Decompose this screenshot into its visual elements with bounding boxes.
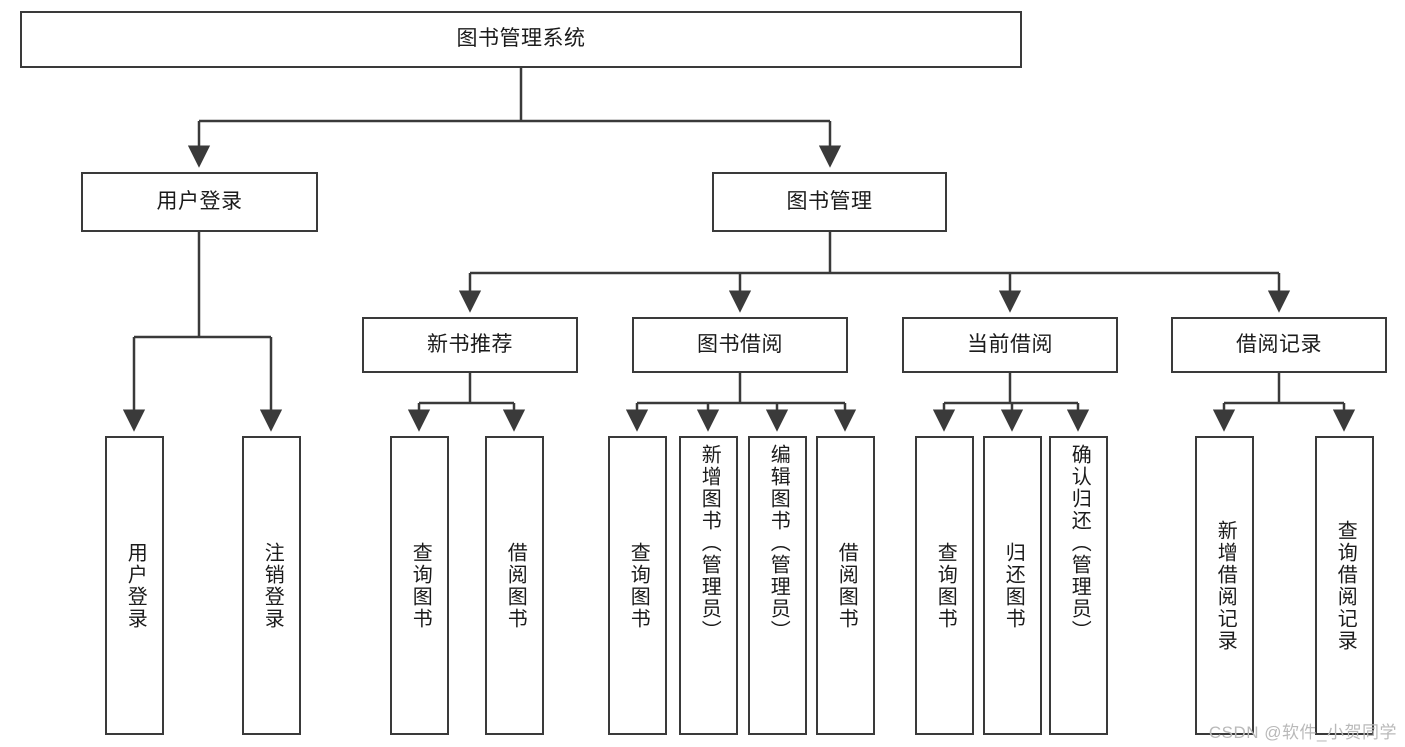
node-leaf-add-book-admin[interactable]: 新增图书（管理员）: [679, 436, 738, 735]
new-book-recommend-connectors: [407, 373, 526, 432]
node-user-login[interactable]: 用户登录: [81, 172, 318, 232]
node-book-borrow[interactable]: 图书借阅: [632, 317, 848, 373]
node-leaf-return-book-label: 归还图书: [1002, 541, 1025, 630]
node-user-login-label: 用户登录: [156, 189, 243, 213]
node-leaf-borrow-book-recommend-label: 借阅图书: [504, 541, 527, 630]
node-leaf-query-book-recommend-label: 查询图书: [409, 541, 432, 630]
book-borrow-connectors: [625, 373, 857, 432]
node-leaf-logout-label: 注销登录: [261, 541, 284, 630]
node-leaf-borrow-book-recommend[interactable]: 借阅图书: [485, 436, 544, 735]
node-leaf-add-book-admin-label: 新增图书（管理员）: [698, 444, 721, 642]
node-leaf-borrow-book[interactable]: 借阅图书: [816, 436, 875, 735]
node-leaf-query-book-borrow[interactable]: 查询图书: [608, 436, 667, 735]
book-management-connectors: [458, 232, 1291, 313]
root-connectors: [187, 68, 842, 168]
node-leaf-query-book-recommend[interactable]: 查询图书: [390, 436, 449, 735]
node-current-borrow[interactable]: 当前借阅: [902, 317, 1118, 373]
node-leaf-user-login[interactable]: 用户登录: [105, 436, 164, 735]
node-leaf-edit-book-admin[interactable]: 编辑图书（管理员）: [748, 436, 807, 735]
node-leaf-query-borrow-record-label: 查询借阅记录: [1334, 519, 1357, 652]
node-book-borrow-label: 图书借阅: [697, 332, 783, 356]
node-leaf-query-book-current-label: 查询图书: [934, 541, 957, 630]
node-book-management-label: 图书管理: [786, 189, 873, 213]
node-borrow-records[interactable]: 借阅记录: [1171, 317, 1387, 373]
csdn-watermark: CSDN @软件_小贺同学: [1208, 723, 1397, 742]
node-leaf-confirm-return-admin-label: 确认归还（管理员）: [1068, 444, 1091, 642]
node-current-borrow-label: 当前借阅: [967, 332, 1053, 356]
node-new-book-recommend[interactable]: 新书推荐: [362, 317, 578, 373]
node-new-book-recommend-label: 新书推荐: [427, 332, 513, 356]
node-leaf-query-book-current[interactable]: 查询图书: [915, 436, 974, 735]
node-leaf-user-login-label: 用户登录: [124, 541, 147, 630]
node-leaf-borrow-book-label: 借阅图书: [835, 541, 858, 630]
node-root[interactable]: 图书管理系统: [20, 11, 1022, 68]
node-root-label: 图书管理系统: [456, 27, 586, 51]
node-leaf-query-borrow-record[interactable]: 查询借阅记录: [1315, 436, 1374, 735]
node-borrow-records-label: 借阅记录: [1236, 332, 1322, 356]
node-leaf-query-book-borrow-label: 查询图书: [627, 541, 650, 630]
node-leaf-edit-book-admin-label: 编辑图书（管理员）: [767, 444, 790, 642]
node-book-management[interactable]: 图书管理: [712, 172, 947, 232]
node-leaf-logout[interactable]: 注销登录: [242, 436, 301, 735]
borrow-records-connectors: [1212, 373, 1356, 432]
node-leaf-return-book[interactable]: 归还图书: [983, 436, 1042, 735]
node-leaf-add-borrow-record-label: 新增借阅记录: [1214, 519, 1237, 652]
node-leaf-confirm-return-admin[interactable]: 确认归还（管理员）: [1049, 436, 1108, 735]
user-login-connectors: [122, 232, 283, 432]
current-borrow-connectors: [932, 373, 1090, 432]
node-leaf-add-borrow-record[interactable]: 新增借阅记录: [1195, 436, 1254, 735]
